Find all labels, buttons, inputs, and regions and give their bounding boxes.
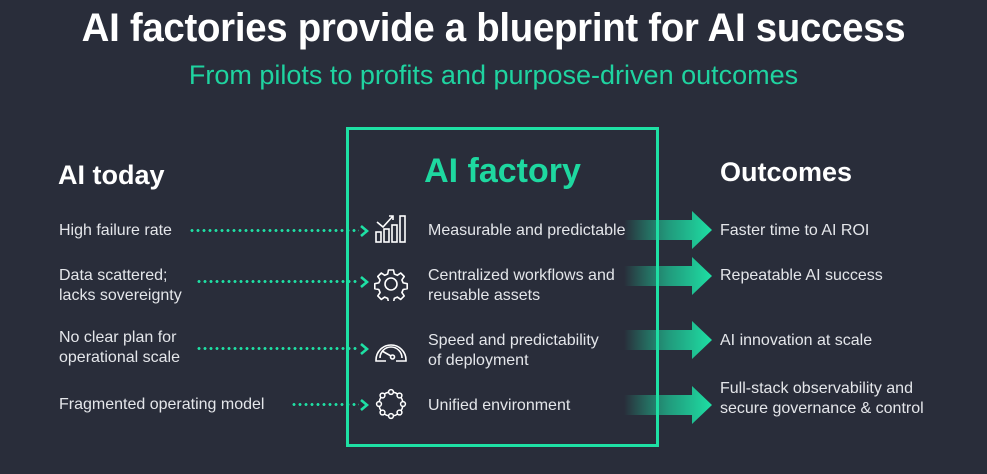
chevron-right-icon xyxy=(360,343,369,355)
dotted-connector-2 xyxy=(196,280,359,283)
gear-icon xyxy=(374,269,408,301)
dotted-connector-4 xyxy=(291,403,359,406)
speedometer-icon xyxy=(375,344,407,362)
page-subtitle: From pilots to profits and purpose-drive… xyxy=(188,60,799,90)
chevron-right-icon xyxy=(360,399,369,411)
ai-factory-box-right-border xyxy=(656,127,659,447)
factory-item-1: Measurable and predictable xyxy=(428,222,626,239)
outcome-arrow-2 xyxy=(624,257,712,295)
factory-item-4: Unified environment xyxy=(428,397,571,414)
outcome-arrow-4 xyxy=(624,386,712,424)
chevron-right-icon xyxy=(360,225,369,237)
ai-today-heading: AI today xyxy=(58,160,165,190)
outcome-item-3: AI innovation at scale xyxy=(720,332,873,349)
dotted-connector-1 xyxy=(189,229,359,232)
chevron-right-icon xyxy=(360,276,369,288)
outcome-item-2: Repeatable AI success xyxy=(720,267,883,284)
today-item-4: Fragmented operating model xyxy=(59,396,265,413)
outcome-arrow-3 xyxy=(624,321,712,359)
dotted-connector-3 xyxy=(196,347,359,350)
bar-chart-trend-icon xyxy=(375,215,406,243)
today-item-2: Data scattered;lacks sovereignty xyxy=(59,267,182,304)
outcomes-heading: Outcomes xyxy=(720,157,853,187)
today-item-1: High failure rate xyxy=(59,222,172,239)
ai-factory-heading: AI factory xyxy=(424,152,581,190)
outcome-arrow-1 xyxy=(624,211,712,249)
network-ring-icon xyxy=(375,388,407,420)
outcome-item-1: Faster time to AI ROI xyxy=(720,222,870,239)
page-title: AI factories provide a blueprint for AI … xyxy=(81,6,906,50)
